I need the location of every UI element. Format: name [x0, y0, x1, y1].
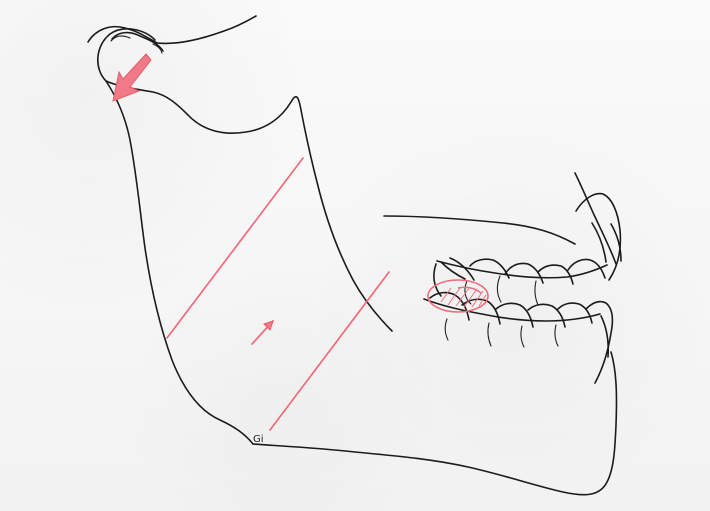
- lower-teeth: [430, 293, 612, 383]
- jaw-outline: [88, 16, 616, 495]
- notch-marker: Gi: [253, 434, 264, 445]
- reference-lines: [167, 158, 389, 430]
- condyle: [111, 33, 163, 53]
- highlight-area: [428, 280, 488, 312]
- notch-label: Gi: [253, 434, 264, 445]
- movement-arrows: [113, 54, 273, 344]
- upper-teeth: [434, 194, 621, 305]
